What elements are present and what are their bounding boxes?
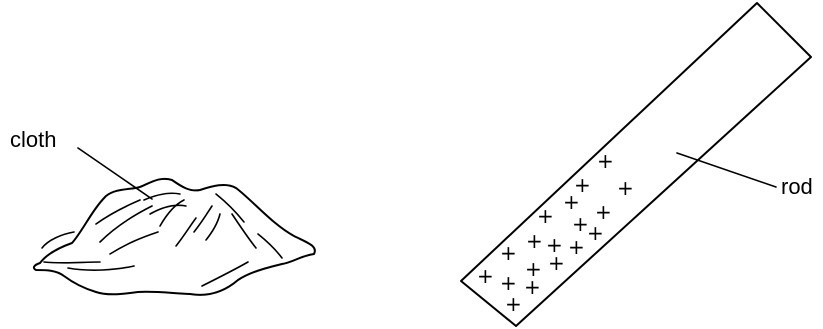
rod-leader-line [677,153,776,187]
rod-label: rod [781,174,813,199]
charge-plus: + [500,241,517,265]
charge-plus: + [587,221,604,245]
charge-plus: + [537,204,554,228]
charge-plus: + [505,292,522,316]
charge-plus: + [563,190,580,214]
charge-plus: + [526,229,543,253]
cloth-drawing [34,179,315,295]
charge-plus: + [546,233,563,257]
charge-plus: + [617,176,634,200]
charge-plus: + [597,149,614,173]
charge-plus: + [568,235,585,259]
cloth-label: cloth [10,127,56,152]
cloth-fold [44,262,100,263]
charge-plus: + [477,264,494,288]
charge-plus: + [524,275,541,299]
cloth-outline [34,179,315,295]
